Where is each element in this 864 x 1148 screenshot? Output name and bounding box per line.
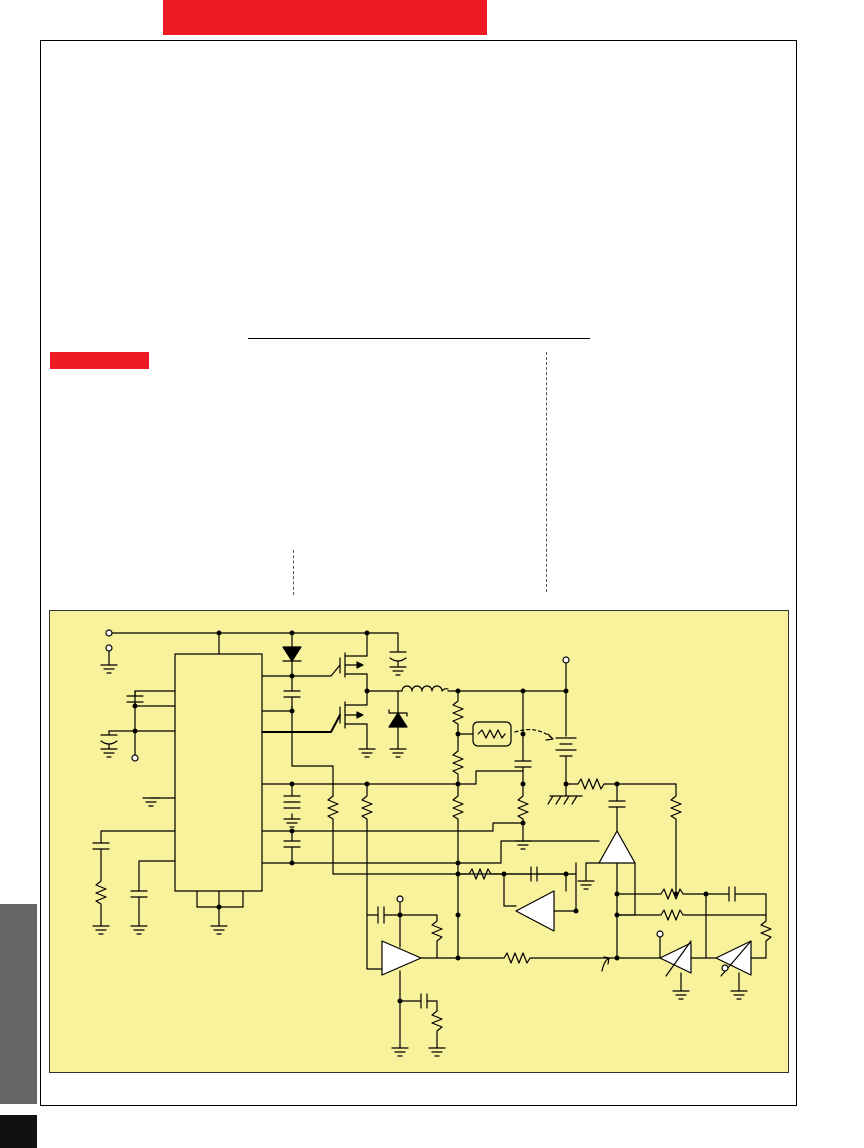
resistor-icon — [616, 886, 772, 959]
compensation-network — [92, 830, 176, 927]
page-corner-block — [0, 1115, 37, 1148]
resistor-icon — [565, 778, 677, 790]
ground-icon — [577, 870, 595, 890]
ground-icon — [389, 666, 407, 676]
thermistor-icon — [457, 721, 554, 747]
ground-icon — [100, 748, 118, 758]
resistor-icon — [327, 795, 577, 875]
circuit-schematic — [92, 629, 772, 1057]
column-divider — [546, 352, 547, 592]
column-divider-short — [293, 550, 294, 595]
capacitor-icon — [389, 651, 407, 668]
ground-icon — [730, 990, 748, 1000]
diode-icon — [388, 690, 408, 750]
capacitor-icon — [514, 690, 532, 785]
mosfet-icon — [261, 650, 368, 692]
ground-icon — [389, 748, 407, 758]
section-rule — [248, 338, 590, 339]
op-amp-icon — [366, 940, 505, 976]
resistor-icon — [452, 783, 464, 864]
resistor-icon — [517, 783, 529, 837]
resistor-icon — [503, 952, 618, 964]
battery-icon — [555, 737, 577, 785]
ground-icon — [391, 1047, 409, 1057]
ground-icon — [428, 1047, 446, 1057]
ground-icon — [210, 925, 228, 935]
input-rail — [105, 629, 399, 692]
switch-node-wiring — [261, 690, 403, 797]
header-banner — [163, 0, 487, 35]
mosfet-icon — [261, 690, 368, 750]
op-amp-feedback — [366, 862, 459, 1049]
ground-icon — [514, 840, 532, 850]
ground-icon — [358, 748, 376, 758]
schematic-panel — [49, 610, 789, 1073]
capacitor-icon — [283, 690, 301, 733]
ground-icon — [547, 783, 583, 805]
output-node — [562, 656, 570, 737]
op-amp-icon — [705, 940, 767, 992]
capacitor-icon — [100, 730, 136, 750]
current-arrow — [601, 956, 610, 972]
op-amp-icon — [457, 866, 577, 932]
ground-icon — [283, 818, 301, 828]
ic-right-pins — [261, 770, 600, 864]
controller-ic — [174, 653, 263, 892]
diode-icon — [282, 646, 302, 662]
page-frame — [40, 40, 797, 1106]
ground-icon — [92, 925, 110, 935]
ground-icon — [142, 797, 160, 807]
junction-dots — [132, 630, 709, 1004]
ground-icon — [100, 644, 118, 674]
resistor-icon — [361, 783, 373, 970]
inductor-icon — [401, 685, 567, 692]
ground-icon — [130, 925, 148, 935]
resistor-icon — [616, 909, 767, 921]
resistor-icon — [670, 783, 682, 895]
resistor-icon — [452, 733, 464, 785]
resistor-icon — [452, 690, 464, 735]
side-tab — [0, 904, 37, 1104]
ground-icon — [672, 990, 690, 1000]
section-tag — [50, 352, 149, 369]
op-amp-icon — [575, 783, 636, 959]
op-amp-icon — [616, 893, 707, 992]
